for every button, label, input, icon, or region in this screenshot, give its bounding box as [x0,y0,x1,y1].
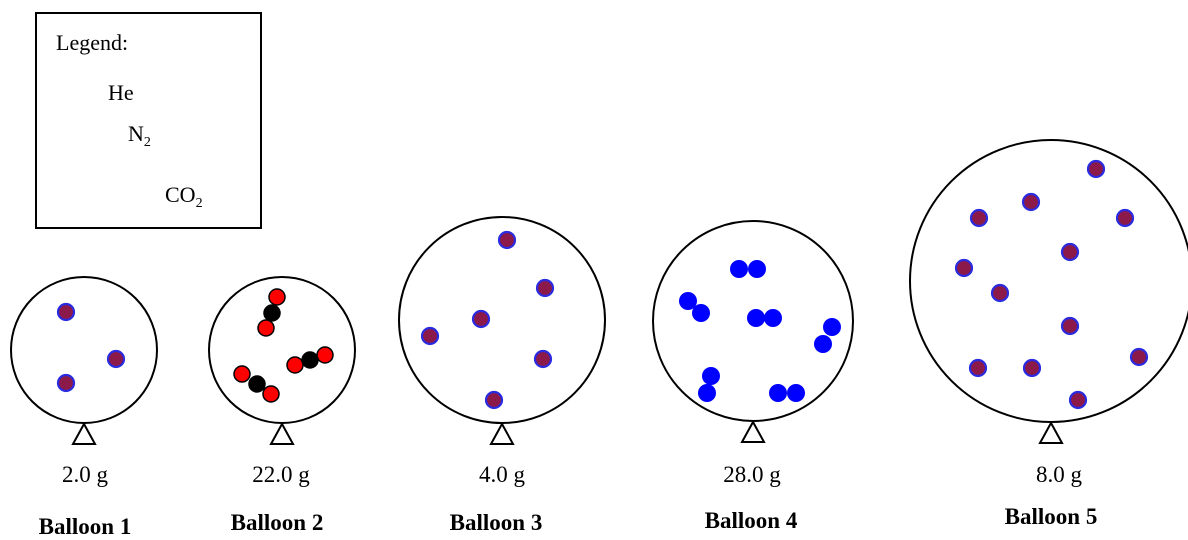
nitrogen-atom-icon [787,384,805,402]
helium-atom-icon [1022,358,1042,378]
oxygen-atom-icon [268,288,286,306]
nitrogen-atom-icon [823,318,841,336]
balloon-2-name: Balloon 2 [230,510,324,535]
carbon-atom-icon [301,351,319,369]
nitrogen-atom-icon [748,260,766,278]
legend-label-carbon-dioxide: CO2 [165,182,203,211]
nitrogen-atom-icon [702,367,720,385]
balloon-5-name: Balloon 5 [1004,504,1098,529]
balloon-3-outline [398,216,606,424]
helium-atom-icon [1068,390,1088,410]
helium-atom-icon [533,349,553,369]
balloon-4-name: Balloon 4 [704,508,798,533]
carbon-atom-icon [263,304,281,322]
balloon-1-name: Balloon 1 [38,514,132,539]
balloon-5-outline [909,139,1188,423]
helium-atom-icon [56,302,76,322]
helium-atom-icon [968,358,988,378]
helium-atom-icon [56,373,76,393]
balloon-3-name: Balloon 3 [449,510,543,535]
balloon-1-knot [71,421,97,445]
oxygen-atom-icon [316,346,334,364]
helium-atom-icon [1129,347,1149,367]
nitrogen-atom-icon [764,309,782,327]
balloon-2-knot [269,421,295,445]
balloon-1-outline [10,276,158,424]
helium-atom-icon [1086,159,1106,179]
oxygen-atom-icon [233,365,251,383]
nitrogen-atom-icon [679,292,697,310]
nitrogen-atom-icon [692,304,710,322]
nitrogen-atom-icon [814,335,832,353]
helium-atom-icon [990,283,1010,303]
nitrogen-atom-icon [698,384,716,402]
helium-atom-icon [497,230,517,250]
legend-label-nitrogen: N2 [128,121,151,150]
legend-title: Legend: [56,30,129,55]
nitrogen-atom-icon [730,260,748,278]
carbon-atom-icon [248,375,266,393]
oxygen-atom-icon [262,385,280,403]
helium-atom-icon [969,208,989,228]
helium-atom-icon [1060,316,1080,336]
helium-atom-icon [1021,192,1041,212]
balloon-5-knot [1038,420,1064,444]
helium-atom-icon [954,258,974,278]
balloon-5-mass: 8.0 g [1036,462,1082,487]
helium-atom-icon [106,349,126,369]
helium-atom-icon [1115,208,1135,228]
oxygen-atom-icon [257,319,275,337]
legend-label-helium: He [108,80,134,105]
nitrogen-atom-icon [747,309,765,327]
balloon-4-knot [740,419,766,443]
balloon-4-mass: 28.0 g [723,462,781,487]
balloon-2-mass: 22.0 g [252,462,310,487]
balloon-3-knot [489,421,515,445]
helium-atom-icon [535,278,555,298]
nitrogen-atom-icon [769,384,787,402]
helium-atom-icon [420,326,440,346]
helium-atom-icon [1060,242,1080,262]
helium-atom-icon [471,309,491,329]
legend: Legend: He N2 CO2 [35,12,262,229]
oxygen-atom-icon [286,356,304,374]
balloon-3-mass: 4.0 g [479,462,525,487]
helium-atom-icon [484,390,504,410]
balloon-1-mass: 2.0 g [62,462,108,487]
